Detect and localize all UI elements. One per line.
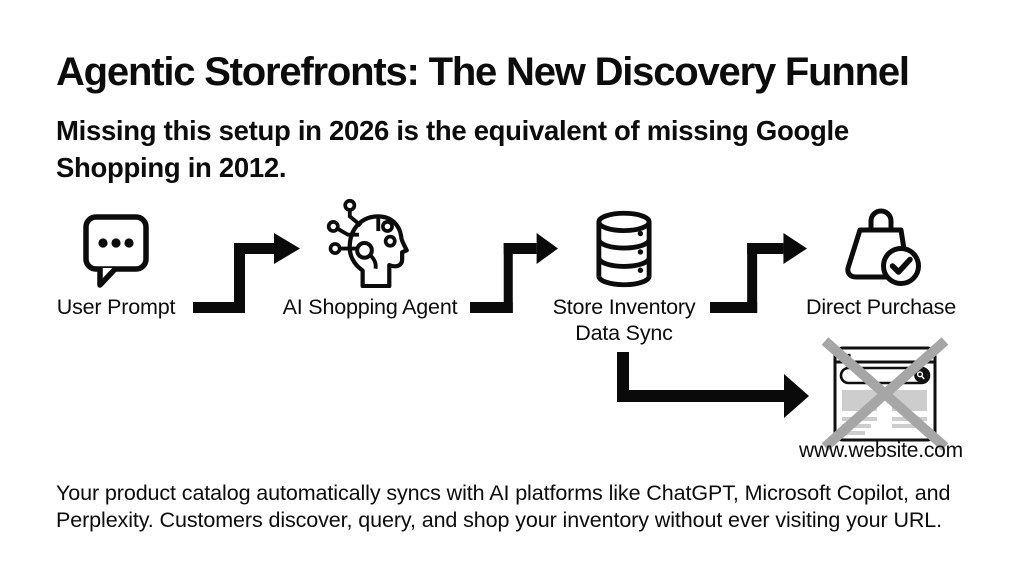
database-icon-svg bbox=[596, 210, 652, 288]
step-label-line2: Data Sync bbox=[575, 320, 673, 345]
cross-stroke bbox=[821, 337, 949, 451]
crossed-out-website-icon bbox=[821, 337, 949, 451]
flow-step-direct-purchase: Direct Purchase bbox=[791, 204, 971, 321]
speech-bubble-icon-svg bbox=[83, 214, 149, 288]
arrow-agent-to-inventory bbox=[470, 233, 558, 313]
footer-text: Your product catalog automatically syncs… bbox=[56, 481, 951, 533]
arrow-inventory-to-purchase bbox=[710, 233, 807, 313]
step-label-ai-shopping-agent: AI Shopping Agent bbox=[282, 295, 458, 319]
flow-step-user-prompt: User Prompt bbox=[36, 204, 196, 321]
arrow-inventory-to-website bbox=[617, 352, 809, 418]
ai-head-circuit-icon bbox=[270, 198, 470, 288]
shopping-bag-check-icon bbox=[791, 204, 971, 288]
page-subtitle: Missing this setup in 2026 is the equiva… bbox=[56, 115, 849, 183]
website-url-label: www.website.com bbox=[799, 439, 963, 462]
flow-step-store-inventory: Store Inventory Data Sync bbox=[534, 204, 714, 347]
arrow-user-prompt-to-agent bbox=[193, 233, 300, 313]
step-label-direct-purchase: Direct Purchase bbox=[806, 295, 956, 319]
speech-bubble-icon bbox=[36, 204, 196, 288]
page-title: Agentic Storefronts: The New Discovery F… bbox=[56, 50, 910, 94]
shopping-bag-check-icon-svg bbox=[845, 208, 921, 286]
step-label-line1: Store Inventory bbox=[552, 295, 696, 319]
ai-head-circuit-icon-svg bbox=[326, 198, 409, 288]
database-icon bbox=[534, 204, 714, 288]
step-label-user-prompt: User Prompt bbox=[56, 295, 176, 319]
step-label-store-inventory: Store Inventory Data Sync bbox=[534, 295, 714, 347]
flow-step-ai-shopping-agent: AI Shopping Agent bbox=[270, 198, 470, 321]
